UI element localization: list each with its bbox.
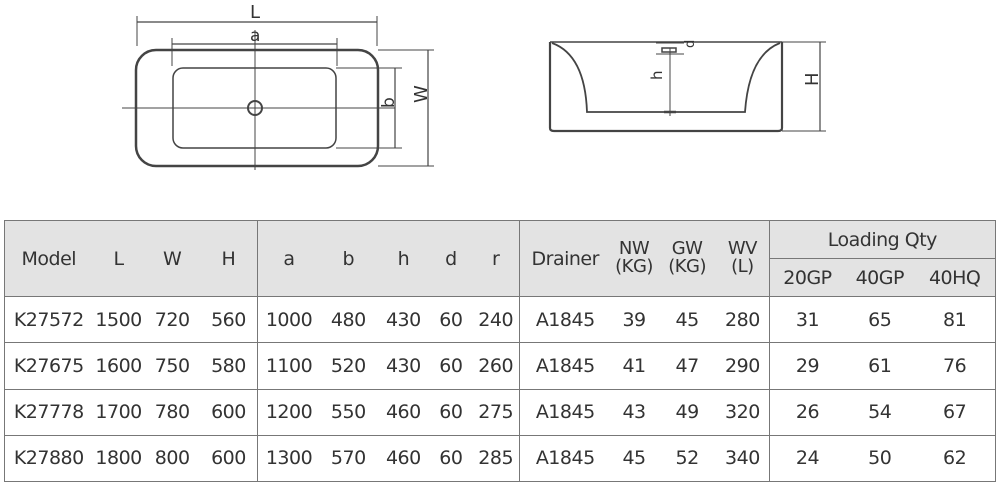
cell-a: 1300 [265,447,313,470]
header-d: d [429,220,472,297]
cell-drainer: A1845 [535,308,595,331]
cell-h: 460 [385,401,421,424]
cell-model: K27572 [3,296,93,343]
cell-20gp: 31 [795,308,820,331]
table-row: K27880 1800 800 600 1300 570 460 60 285 … [3,435,997,482]
cell-b: 550 [330,401,366,424]
cell-W: 780 [154,401,190,424]
cell-W: 750 [154,354,190,377]
header-h: h [376,220,430,297]
cell-nw: 43 [622,401,646,424]
cell-drainer: A1845 [535,354,595,377]
cell-drainer: A1845 [535,447,595,470]
cell-d: 60 [439,447,463,470]
dim-label-d: d [683,40,698,48]
cell-r: 285 [471,435,521,482]
table-row: K27778 1700 780 600 1200 550 460 60 275 … [3,389,997,436]
top-view-drawing [122,16,434,170]
header-a: a [257,220,320,297]
cell-a: 1200 [265,401,313,424]
cell-a: 1000 [265,308,313,331]
header-L: L [92,220,145,297]
cell-h: 430 [385,354,421,377]
cell-nw: 39 [622,308,646,331]
cell-40gp: 50 [868,447,892,470]
header-40gp: 40GP [845,258,915,297]
cell-40hq: 81 [914,296,997,343]
table-header-row: Model L W H a b h d r Drainer NW(KG) GW(… [3,220,997,297]
cell-d: 60 [439,354,463,377]
header-loading-qty: Loading Qty [769,220,997,259]
cell-d: 60 [439,308,463,331]
cell-40hq: 67 [914,389,997,436]
side-view-drawing [548,41,826,133]
cell-L: 1500 [95,308,142,331]
cell-gw: 49 [675,401,700,424]
cell-40hq: 76 [914,342,997,389]
cell-b: 570 [330,447,366,470]
header-model: Model [3,220,93,297]
cell-r: 260 [471,342,521,389]
cell-b: 480 [330,308,366,331]
cell-wv: 290 [716,342,770,389]
cell-40hq: 62 [914,435,997,482]
bathtub-technical-drawings: L a b W h d H [122,2,826,170]
header-wv: WV(L) [716,220,770,297]
cell-gw: 52 [675,447,700,470]
cell-wv: 320 [716,389,770,436]
cell-20gp: 24 [795,447,820,470]
cell-20gp: 29 [795,354,820,377]
header-r: r [471,220,521,297]
cell-L: 1700 [95,401,142,424]
cell-nw: 41 [622,354,646,377]
cell-H: 560 [199,296,259,343]
header-b: b [319,220,377,297]
cell-L: 1800 [95,447,142,470]
header-gw: GW(KG) [658,220,717,297]
cell-model: K27880 [3,435,93,482]
cell-H: 600 [199,435,259,482]
cell-r: 240 [471,296,521,343]
cell-r: 275 [471,389,521,436]
cell-gw: 47 [675,354,700,377]
header-H: H [199,220,259,297]
cell-a: 1100 [265,354,313,377]
dim-label-W: W [411,85,432,103]
spec-table: Model L W H a b h d r Drainer NW(KG) GW(… [3,220,997,482]
dim-label-H: H [802,72,823,86]
cell-40gp: 61 [868,354,892,377]
header-40hq: 40HQ [914,258,997,297]
cell-d: 60 [439,401,463,424]
cell-L: 1600 [95,354,142,377]
dim-label-h: h [648,70,666,80]
cell-wv: 340 [716,435,770,482]
cell-nw: 45 [622,447,646,470]
cell-40gp: 54 [868,401,892,424]
cell-h: 460 [385,447,421,470]
cell-gw: 45 [675,308,700,331]
cell-model: K27778 [3,389,93,436]
cell-H: 600 [199,389,259,436]
dim-label-a: a [250,26,260,46]
cell-h: 430 [385,308,421,331]
cell-40gp: 65 [868,308,892,331]
table-row: K27572 1500 720 560 1000 480 430 60 240 … [3,296,997,343]
cell-20gp: 26 [795,401,820,424]
dim-label-b: b [379,97,399,108]
cell-H: 580 [199,342,259,389]
table-row: K27675 1600 750 580 1100 520 430 60 260 … [3,342,997,389]
dim-label-L: L [250,2,260,23]
cell-wv: 280 [716,296,770,343]
cell-W: 720 [154,308,190,331]
cell-W: 800 [154,447,190,470]
cell-model: K27675 [3,342,93,389]
header-drainer: Drainer [519,220,611,297]
header-20gp: 20GP [769,258,846,297]
header-nw: NW(KG) [610,220,659,297]
cell-drainer: A1845 [535,401,595,424]
cell-b: 520 [330,354,366,377]
header-W: W [144,220,200,297]
